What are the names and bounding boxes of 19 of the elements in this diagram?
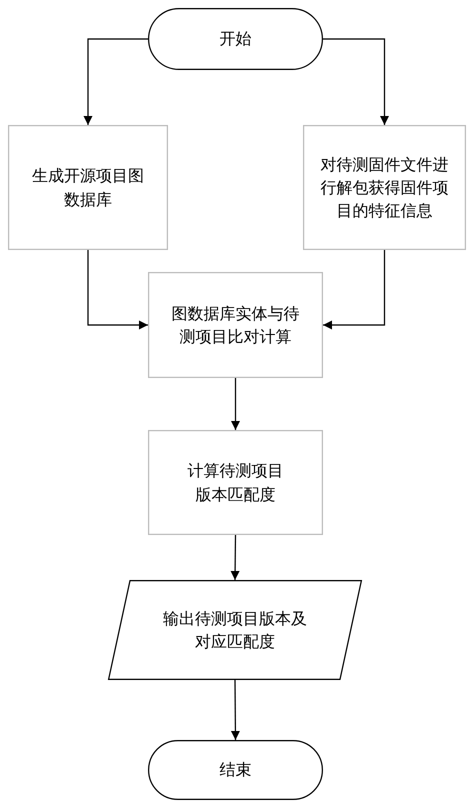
process-box [303, 125, 466, 250]
box-label: 对待测固件文件进行解包获得固件项目的特征信息 [320, 154, 450, 222]
box-label: 开始 [220, 28, 252, 50]
process-box [8, 125, 168, 250]
arrow [230, 680, 240, 740]
box-label: 生成开源项目图数据库 [32, 165, 144, 210]
arrow [231, 378, 240, 430]
arrow [87, 250, 148, 330]
box-label: 结束 [220, 759, 252, 782]
arrow [323, 38, 389, 125]
io-parallelogram [108, 580, 362, 680]
arrow [323, 250, 386, 330]
box-label: 计算待测项目版本匹配度 [186, 460, 284, 506]
arrow [84, 38, 148, 125]
box-label: 图数据库实体与待测项目比对计算 [170, 302, 300, 348]
process-box [148, 430, 323, 535]
box-label: 输出待测项目版本及对应匹配度 [162, 608, 308, 653]
process-box [148, 272, 323, 378]
arrow [230, 535, 240, 580]
